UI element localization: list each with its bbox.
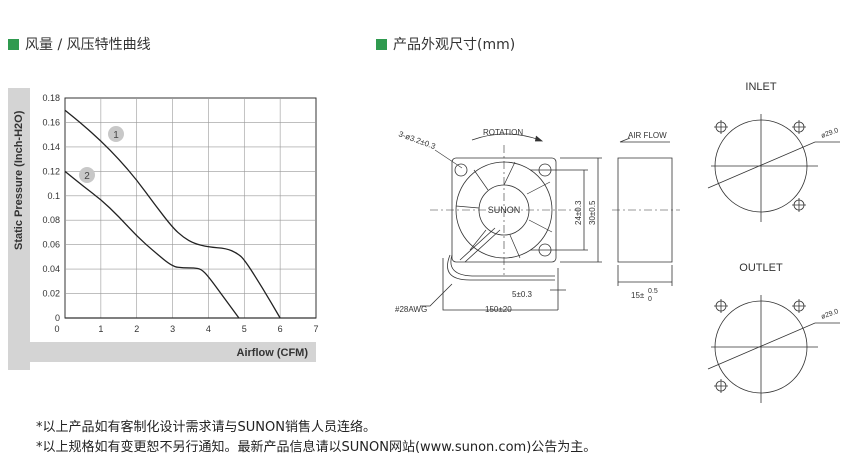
x-axis-label: Airflow (CFM) <box>237 347 309 359</box>
pq-curve-chart: Static Pressure (Inch-H2O) Airflow (CFM)… <box>8 88 319 370</box>
x-tick-label: 2 <box>134 324 139 334</box>
outlet-label: OUTLET <box>739 262 783 274</box>
dim-strip: 5±0.3 <box>512 290 533 299</box>
dim-lead: 150±20 <box>485 305 512 314</box>
x-tick-label: 0 <box>54 324 59 334</box>
x-tick-label: 1 <box>98 324 103 334</box>
xlabel-band <box>8 342 316 362</box>
inlet-label: INLET <box>745 81 776 93</box>
dim-outer: 30±0.5 <box>588 200 597 225</box>
y-tick-label: 0.02 <box>42 289 60 299</box>
series-2-marker <box>79 167 95 183</box>
x-tick-label: 3 <box>170 324 175 334</box>
series-1-label: 1 <box>113 130 119 141</box>
y-tick-label: 0.1 <box>47 191 60 201</box>
y-axis-label: Static Pressure (Inch-H2O) <box>13 110 25 250</box>
airflow-label: AIR FLOW <box>628 131 667 140</box>
x-tick-label: 7 <box>313 324 318 334</box>
dim-thickness-upper: 0.5 <box>648 288 658 295</box>
y-tick-label: 0.06 <box>42 240 60 250</box>
curve-title: 风量 / 风压特性曲线 <box>25 37 151 53</box>
dim-thickness: 15± <box>631 291 645 300</box>
outlet-view <box>707 295 840 403</box>
y-tick-label: 0.18 <box>42 93 60 103</box>
hole-spec-label: 3-ø3.2±0.3 <box>397 129 437 151</box>
inlet-diameter-label: ø29.0 <box>820 127 839 140</box>
x-tick-label: 4 <box>206 324 211 334</box>
note-spec-change: *以上规格如有变更恕不另行通知。最新产品信息请以SUNON网站(www.suno… <box>36 440 597 455</box>
curve-section-header: 风量 / 风压特性曲线 <box>8 34 151 54</box>
y-tick-label: 0.08 <box>42 215 60 225</box>
dim-thickness-lower: 0 <box>648 296 652 303</box>
green-square-icon <box>8 38 19 50</box>
series-1-line <box>64 109 281 319</box>
outlet-diameter-label: ø29.0 <box>820 308 839 321</box>
y-tick-label: 0 <box>55 313 60 323</box>
x-tick-label: 5 <box>242 324 247 334</box>
fan-front-view <box>420 133 680 311</box>
dims-title: 产品外观尺寸(mm) <box>393 37 516 53</box>
series-2-line <box>64 170 240 319</box>
inlet-outlet-views: INLET OUTLET ø29.0 ø29.0 <box>707 81 840 403</box>
plot-area <box>64 97 317 319</box>
green-square-icon <box>376 38 387 50</box>
x-tick-label: 6 <box>278 324 283 334</box>
inlet-view <box>707 114 840 222</box>
series-2-label: 2 <box>84 171 90 182</box>
fan-dimension-drawing: 3-ø3.2±0.3 ROTATION SUNON AIR FLOW 24±0.… <box>395 128 680 314</box>
y-tick-label: 0.14 <box>42 142 60 152</box>
note-customization: *以上产品如有客制化设计需求请与SUNON销售人员连络。 <box>36 420 376 435</box>
series-1-marker <box>108 126 124 142</box>
y-tick-label: 0.04 <box>42 264 60 274</box>
y-tick-label: 0.16 <box>42 117 60 127</box>
rotation-label: ROTATION <box>483 128 523 137</box>
brand-label: SUNON <box>488 205 521 215</box>
dims-section-header: 产品外观尺寸(mm) <box>376 34 515 54</box>
y-tick-label: 0.12 <box>42 166 60 176</box>
dim-inner: 24±0.3 <box>574 200 583 225</box>
ylabel-band <box>8 88 30 370</box>
wire-label: #28AWG <box>395 305 427 314</box>
